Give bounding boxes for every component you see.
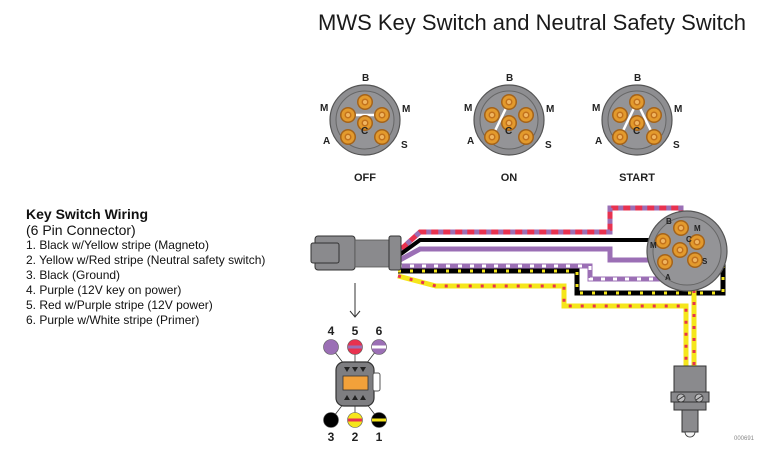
pin-c <box>672 242 688 258</box>
legend-item: 2. Yellow w/Red stripe (Neutral safety s… <box>26 253 266 267</box>
pin-label-m: M <box>694 224 701 233</box>
key-switch-rear-view: B M M C A S <box>646 210 728 292</box>
pin-label-b: B <box>666 217 672 226</box>
pin-stripe <box>372 418 386 422</box>
pin-ml <box>340 107 356 123</box>
pin-label-m: M <box>320 103 328 114</box>
switch-position-label: OFF <box>354 172 376 184</box>
pin-s <box>518 129 534 145</box>
pin-label-s: S <box>401 140 408 151</box>
pin-a <box>340 129 356 145</box>
connector-pinout: 4 5 6 3 2 1 <box>323 324 387 444</box>
switch-position-label: ON <box>501 172 518 184</box>
wire-red-purple <box>396 205 684 254</box>
wire-black <box>396 238 663 258</box>
legend-item: 4. Purple (12V key on power) <box>26 283 182 297</box>
pin-stripe <box>372 345 386 349</box>
pin-color-dot-3 <box>323 412 339 428</box>
pin-s <box>687 252 703 268</box>
pin-label-s: S <box>702 257 708 266</box>
pin-label-s: S <box>545 140 552 151</box>
neutral-safety-switch <box>670 365 710 438</box>
switch-position-on: B M M A S C ON <box>464 73 554 184</box>
pin-m-left <box>655 233 671 249</box>
pin-a <box>612 129 628 145</box>
pin-number: 3 <box>328 430 335 444</box>
harness-connector-plug <box>310 235 402 271</box>
pin-stripe <box>348 345 362 349</box>
pin-number: 2 <box>352 430 359 444</box>
pin-label-m: M <box>592 103 600 114</box>
legend-subheading: (6 Pin Connector) <box>26 222 136 238</box>
pin-ml <box>612 107 628 123</box>
pin-number: 5 <box>352 324 359 338</box>
diagram-title: MWS Key Switch and Neutral Safety Switch <box>318 10 746 35</box>
legend-heading: Key Switch Wiring <box>26 206 149 222</box>
pin-label-c: C <box>686 235 692 244</box>
screw-icon <box>676 393 686 403</box>
pin-label-s: S <box>673 140 680 151</box>
part-number: 000691 <box>734 436 755 442</box>
pin-b <box>501 94 517 110</box>
pin-label-b: B <box>634 73 641 84</box>
pin-number: 6 <box>376 324 383 338</box>
pin-label-b: B <box>506 73 513 84</box>
switch-position-label: START <box>619 172 655 184</box>
pin-s <box>374 129 390 145</box>
pin-mr <box>518 107 534 123</box>
pin-label-c: C <box>361 126 368 137</box>
pin-label-m: M <box>402 104 410 115</box>
pin-a <box>484 129 500 145</box>
screw-icon <box>694 393 704 403</box>
pin-label-a: A <box>323 136 330 147</box>
pin-number: 1 <box>376 430 383 444</box>
pin-label-b: B <box>362 73 369 84</box>
pin-b <box>629 94 645 110</box>
pin-label-m: M <box>546 104 554 115</box>
switch-positions: B M M A S C OFF B M M A S C ON B M M A S C START <box>320 73 682 184</box>
pin-label-a: A <box>467 136 474 147</box>
pin-color-dot-4 <box>323 339 339 355</box>
legend-item: 6. Purple w/White stripe (Primer) <box>26 313 200 327</box>
pin-label-c: C <box>505 126 512 137</box>
pin-mr <box>374 107 390 123</box>
arrow-down-icon <box>349 283 361 318</box>
pin-b <box>673 220 689 236</box>
pin-label-c: C <box>633 126 640 137</box>
legend-item: 5. Red w/Purple stripe (12V power) <box>26 298 213 312</box>
pin-ml <box>484 107 500 123</box>
pin-mr <box>646 107 662 123</box>
pin-b <box>357 94 373 110</box>
legend-item: 1. Black w/Yellow stripe (Magneto) <box>26 238 209 252</box>
switch-position-start: B M M A S C START <box>592 73 682 184</box>
pin-s <box>646 129 662 145</box>
pin-label-m: M <box>674 104 682 115</box>
pin-label-m: M <box>650 241 657 250</box>
legend-item: 3. Black (Ground) <box>26 268 121 282</box>
pin-a <box>657 254 673 270</box>
wiring-legend: Key Switch Wiring (6 Pin Connector) 1. B… <box>26 206 265 328</box>
pin-stripe <box>348 418 362 422</box>
wire-purple <box>396 246 663 264</box>
wire-yellow-red <box>397 266 697 372</box>
switch-position-off: B M M A S C OFF <box>320 73 410 184</box>
pin-label-a: A <box>595 136 602 147</box>
pin-number: 4 <box>328 324 335 338</box>
pin-label-a: A <box>665 273 671 282</box>
pin-label-m: M <box>464 103 472 114</box>
